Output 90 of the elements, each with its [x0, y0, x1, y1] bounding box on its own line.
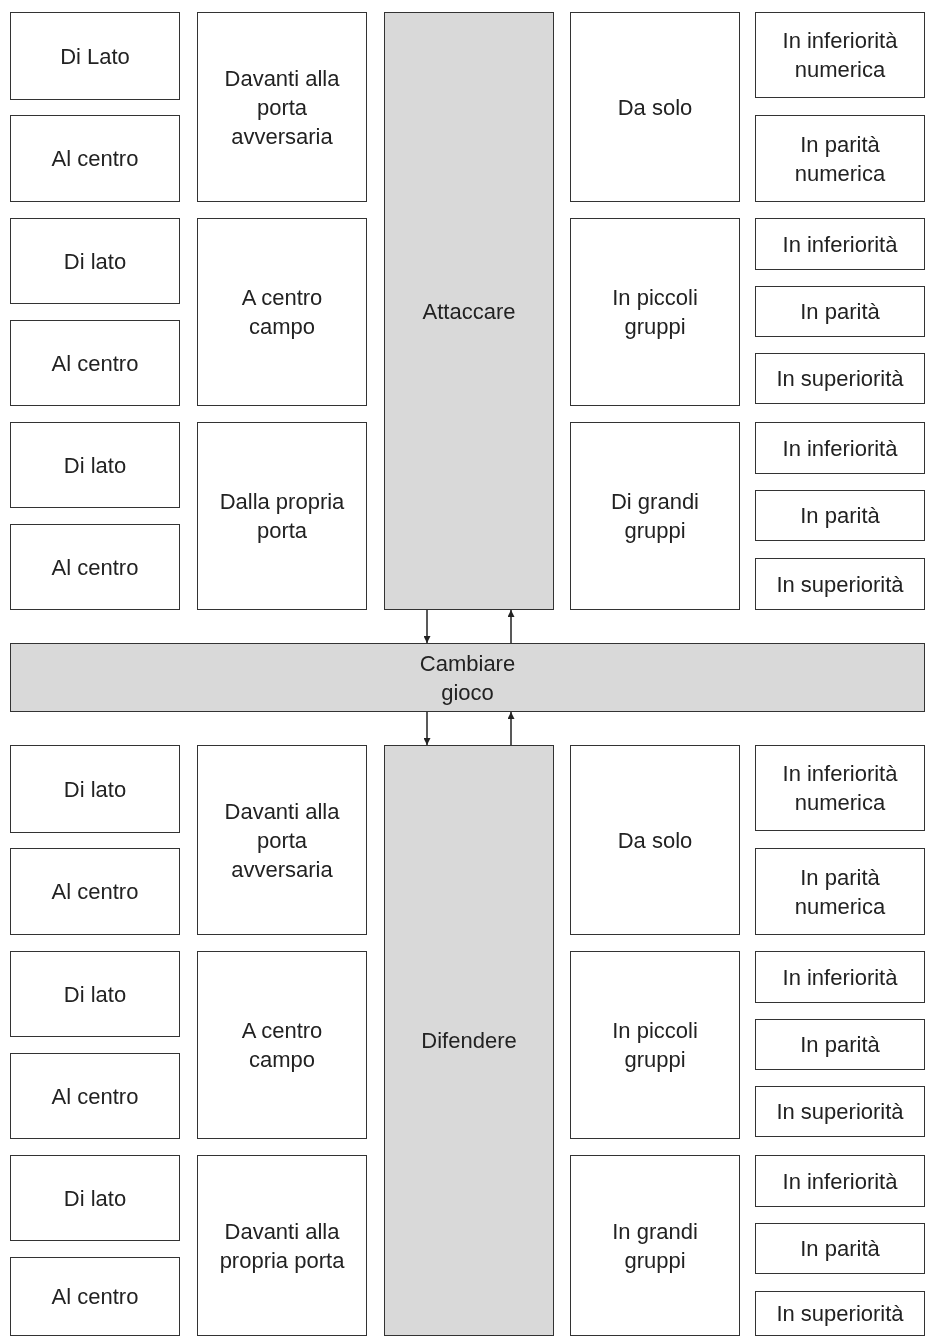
box-label: Di Lato [60, 42, 130, 71]
label-box [755, 286, 925, 337]
label-box [755, 848, 925, 935]
box-label: In inferiorità [782, 434, 898, 463]
box-label: In parità numerica [793, 863, 887, 921]
box-label: A centro campo [240, 284, 324, 341]
box-label: Davanti alla propria porta [218, 1217, 346, 1275]
label-box [197, 745, 367, 935]
category-band [384, 12, 554, 610]
box-label: Di lato [63, 451, 127, 480]
box-label: Di grandi gruppi [609, 488, 700, 545]
box-label: Davanti alla porta avversaria [223, 64, 341, 151]
label-box [10, 951, 180, 1037]
box-label: Al centro [51, 1283, 139, 1311]
label-box [10, 12, 180, 100]
label-box [755, 745, 925, 831]
arrow [507, 609, 515, 644]
label-box [10, 848, 180, 935]
label-box [10, 218, 180, 304]
label-box [755, 115, 925, 202]
label-box [10, 422, 180, 508]
box-label: In parità [800, 1031, 880, 1059]
category-band [10, 643, 925, 712]
box-label: In parità [800, 502, 880, 530]
label-box [10, 115, 180, 202]
box-label: Al centro [51, 878, 139, 906]
box-label: In inferiorità [782, 963, 898, 992]
label-box [755, 1019, 925, 1070]
label-box [755, 1086, 925, 1137]
label-box [570, 1155, 740, 1336]
box-label: In inferiorità numerica [781, 27, 899, 84]
label-box [197, 12, 367, 202]
label-box [570, 951, 740, 1139]
box-label: Di lato [63, 1184, 127, 1213]
box-label: Di lato [63, 980, 127, 1009]
label-box [10, 1155, 180, 1241]
box-label: Al centro [51, 145, 139, 173]
box-label: Di lato [63, 247, 127, 276]
box-label: In parità [800, 298, 880, 326]
box-label: In parità [800, 1235, 880, 1263]
label-box [10, 1257, 180, 1336]
box-label: Al centro [51, 553, 139, 582]
label-box [570, 218, 740, 406]
box-label: Da solo [617, 93, 693, 122]
label-box [10, 524, 180, 610]
box-label: A centro campo [240, 1017, 324, 1074]
box-label: In piccoli gruppi [611, 1017, 699, 1074]
label-box [755, 951, 925, 1003]
label-box [570, 12, 740, 202]
label-box [755, 558, 925, 610]
label-box [755, 218, 925, 270]
box-label: In inferiorità numerica [781, 760, 899, 817]
label-box [570, 422, 740, 610]
label-box [755, 12, 925, 98]
box-label: In superiorità [776, 570, 904, 599]
label-box [755, 1155, 925, 1207]
label-box [197, 951, 367, 1139]
label-box [197, 422, 367, 610]
box-label: Difendere [421, 1027, 517, 1055]
box-label: In piccoli gruppi [611, 284, 699, 341]
box-label: In parità numerica [793, 130, 887, 188]
box-label: In superiorità [776, 365, 904, 393]
label-box [755, 353, 925, 404]
label-box [755, 1291, 925, 1336]
label-box [570, 745, 740, 935]
box-label: Da solo [617, 826, 693, 855]
label-box [10, 745, 180, 833]
label-box [755, 1223, 925, 1274]
box-label: Cambiare gioco [418, 649, 517, 707]
box-label: Dalla propria porta [218, 488, 346, 545]
label-box [197, 1155, 367, 1336]
arrow [423, 711, 431, 746]
arrow [507, 711, 515, 746]
label-box [10, 1053, 180, 1139]
box-label: In inferiorità [782, 230, 898, 259]
box-label: In inferiorità [782, 1167, 898, 1196]
label-box [755, 490, 925, 541]
arrow [423, 609, 431, 644]
category-band [384, 745, 554, 1336]
box-label: Al centro [51, 349, 139, 378]
box-label: In superiorità [776, 1300, 904, 1328]
box-label: Al centro [51, 1082, 139, 1111]
box-label: Di lato [63, 775, 127, 804]
box-label: In grandi gruppi [611, 1217, 699, 1275]
box-label: Davanti alla porta avversaria [223, 797, 341, 884]
box-label: In superiorità [776, 1098, 904, 1126]
label-box [755, 422, 925, 474]
label-box [197, 218, 367, 406]
box-label: Attaccare [422, 297, 516, 326]
label-box [10, 320, 180, 406]
